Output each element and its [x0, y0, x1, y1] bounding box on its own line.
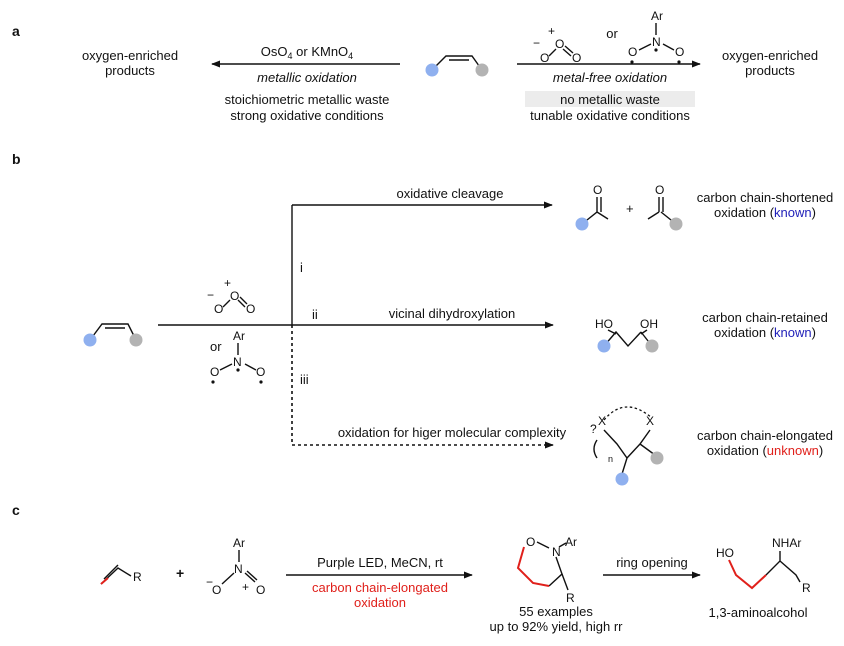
- svg-text:NHAr: NHAr: [772, 536, 801, 550]
- svg-text:X: X: [646, 414, 654, 428]
- nitroarene-reagent-b: Ar N O O: [210, 329, 265, 384]
- metal-free-note-1: no metallic waste: [560, 92, 660, 107]
- status-unknown-iii: unknown: [767, 443, 819, 458]
- svg-text:O: O: [212, 583, 221, 597]
- oxidative-cleavage-label: oxidative cleavage: [397, 186, 504, 201]
- svg-text:R: R: [133, 570, 142, 584]
- diol-product: HO OH: [595, 317, 659, 353]
- svg-text:R: R: [802, 581, 811, 595]
- stats-yield: up to 92% yield, high rr: [490, 619, 624, 634]
- svg-text:N: N: [652, 35, 661, 49]
- result-ii-line1: carbon chain-retained: [702, 310, 828, 325]
- result-i-line1: carbon chain-shortened: [697, 190, 834, 205]
- panel-label-c: c: [12, 502, 20, 518]
- cleavage-plus: +: [626, 201, 634, 216]
- nitroarene-reagent-c: Ar N O O − +: [206, 536, 265, 597]
- svg-text:O: O: [210, 365, 219, 379]
- product-name: 1,3-aminoalcohol: [708, 605, 807, 620]
- svg-text:−: −: [207, 288, 214, 302]
- svg-text:O: O: [214, 302, 223, 316]
- svg-text:?: ?: [590, 422, 597, 436]
- or-label-b: or: [210, 339, 222, 354]
- svg-text:N: N: [233, 355, 242, 369]
- svg-text:O: O: [526, 535, 535, 549]
- svg-text:O: O: [230, 289, 239, 303]
- stats-examples: 55 examples: [519, 604, 593, 619]
- reaction-conditions: Purple LED, MeCN, rt: [317, 555, 443, 570]
- svg-text:N: N: [552, 545, 561, 559]
- svg-text:O: O: [246, 302, 255, 316]
- svg-text:Ar: Ar: [565, 535, 577, 549]
- svg-text:+: +: [242, 580, 249, 594]
- alkene-substrate-b: [83, 323, 143, 347]
- panel-label-a: a: [12, 23, 20, 39]
- svg-text:O: O: [675, 45, 684, 59]
- alkene-substrate-a: [425, 55, 489, 77]
- aminoalcohol-product: HO NHAr R: [716, 536, 811, 595]
- svg-text:O: O: [256, 365, 265, 379]
- svg-text:Ar: Ar: [651, 9, 663, 23]
- metal-note-1: stoichiometric metallic waste: [225, 92, 390, 107]
- highlight-line1: carbon chain-elongated: [312, 580, 448, 595]
- aldehyde-product-2: O: [647, 183, 683, 231]
- ozone-reagent-b: + − O O O: [207, 276, 255, 316]
- svg-text:OH: OH: [640, 317, 658, 331]
- svg-text:+: +: [548, 24, 555, 38]
- svg-text:n: n: [608, 454, 613, 464]
- or-label-a: or: [606, 26, 618, 41]
- left-product-line2: products: [105, 63, 155, 78]
- right-product-line1: oxygen-enriched: [722, 48, 818, 63]
- route-numeral-iii: iii: [300, 372, 309, 387]
- metal-note-2: strong oxidative conditions: [230, 108, 384, 123]
- panel-label-b: b: [12, 151, 21, 167]
- vicinal-dihydroxylation-label: vicinal dihydroxylation: [389, 306, 515, 321]
- higher-complexity-label: oxidation for higer molecular complexity: [338, 425, 567, 440]
- result-ii-line2: oxidation (known): [714, 325, 816, 340]
- svg-text:O: O: [628, 45, 637, 59]
- metallic-oxidation-label: metallic oxidation: [257, 70, 357, 85]
- svg-text:−: −: [206, 575, 213, 589]
- aldehyde-product-1: O: [575, 183, 609, 231]
- reaction-plus: +: [176, 565, 184, 581]
- svg-text:HO: HO: [716, 546, 734, 560]
- metal-free-note-box: [525, 91, 695, 107]
- svg-text:N: N: [234, 562, 243, 576]
- svg-text:Ar: Ar: [233, 329, 245, 343]
- highlight-line2: oxidation: [354, 595, 406, 610]
- svg-text:Ar: Ar: [233, 536, 245, 550]
- nitroarene-reagent-a: Ar N O O: [628, 9, 684, 64]
- result-iii-line1: carbon chain-elongated: [697, 428, 833, 443]
- svg-text:O: O: [540, 51, 549, 65]
- route-numeral-ii: ii: [312, 307, 318, 322]
- svg-text:+: +: [224, 276, 231, 290]
- svg-text:O: O: [655, 183, 664, 197]
- svg-text:O: O: [593, 183, 602, 197]
- metal-reagent: OsO4 or KMnO4: [261, 44, 353, 61]
- svg-text:O: O: [572, 51, 581, 65]
- right-product-line2: products: [745, 63, 795, 78]
- svg-text:−: −: [533, 36, 540, 50]
- result-i-line2: oxidation (known): [714, 205, 816, 220]
- route-numeral-i: i: [300, 260, 303, 275]
- svg-text:O: O: [555, 37, 564, 51]
- ozone-reagent-a: + − O O O: [533, 24, 581, 65]
- svg-text:O: O: [256, 583, 265, 597]
- ring-opening-label: ring opening: [616, 555, 688, 570]
- elongated-product: ? X X n: [590, 406, 664, 486]
- status-known-i: known: [774, 205, 812, 220]
- terminal-alkene-substrate: R: [100, 564, 142, 585]
- svg-text:R: R: [566, 591, 575, 605]
- metal-free-note-2: tunable oxidative conditions: [530, 108, 690, 123]
- result-iii-line2: oxidation (unknown): [707, 443, 823, 458]
- svg-text:HO: HO: [595, 317, 613, 331]
- left-product-line1: oxygen-enriched: [82, 48, 178, 63]
- svg-text:X: X: [598, 414, 606, 428]
- isoxazolidine-intermediate: O N Ar R: [516, 535, 577, 605]
- metal-free-oxidation-label: metal-free oxidation: [553, 70, 667, 85]
- higher-complexity-dashed-arrow: [291, 325, 554, 449]
- status-known-ii: known: [774, 325, 812, 340]
